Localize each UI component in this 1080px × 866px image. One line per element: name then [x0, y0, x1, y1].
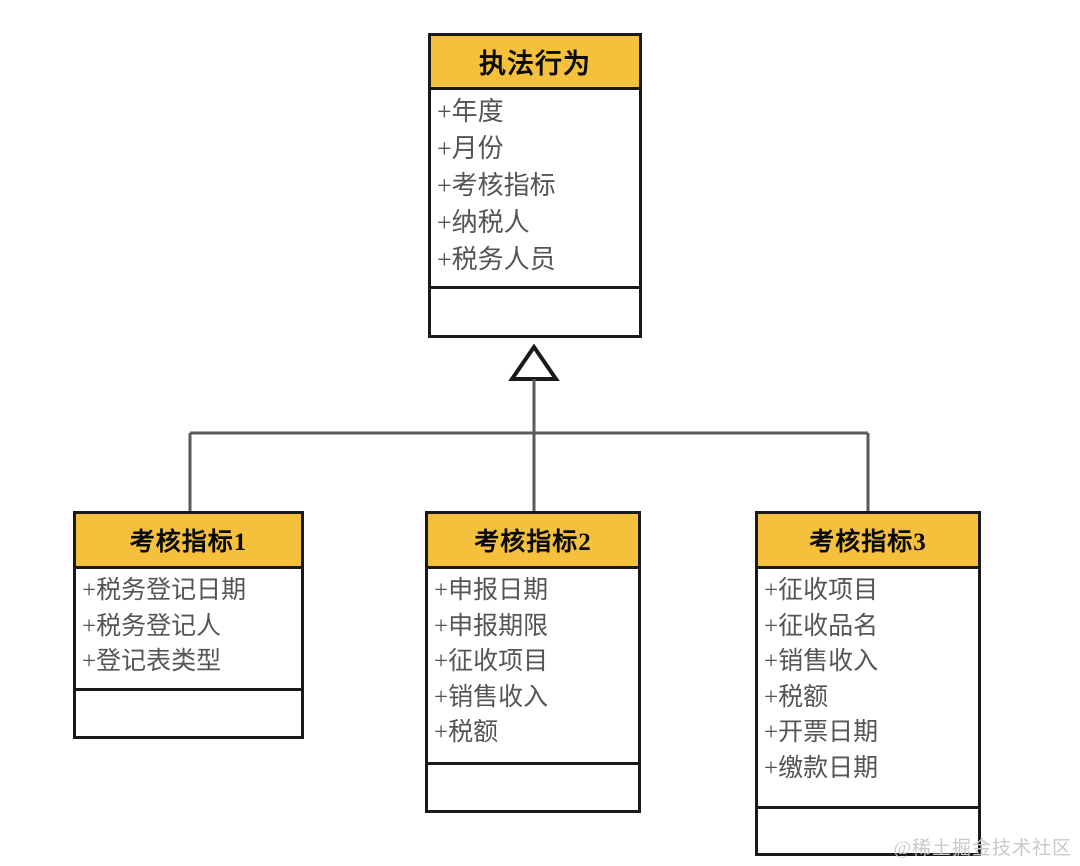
- uml-attribute-compartment-child-3: +征收项目 +征收品名 +销售收入 +税额 +开票日期 +缴款日期: [758, 569, 978, 809]
- uml-attribute: +税务人员: [437, 244, 556, 274]
- uml-attribute: +月份: [437, 133, 504, 163]
- uml-attribute: +申报日期: [434, 577, 549, 604]
- uml-attribute: +开票日期: [764, 719, 879, 746]
- uml-attribute: +年度: [437, 97, 504, 126]
- uml-attribute-compartment-child-2: +申报日期 +申报期限 +征收项目 +销售收入 +税额: [428, 569, 638, 765]
- uml-class-name-root: 执法行为: [431, 36, 639, 90]
- uml-class-box-root[interactable]: 执法行为 +年度 +月份 +考核指标 +纳税人 +税务人员: [428, 33, 642, 338]
- generalization-arrowhead: [508, 343, 560, 381]
- uml-class-name-child-3: 考核指标3: [758, 514, 978, 569]
- uml-attribute: +缴款日期: [764, 754, 879, 782]
- uml-class-box-child-3[interactable]: 考核指标3 +征收项目 +征收品名 +销售收入 +税额 +开票日期 +缴款日期: [755, 511, 981, 856]
- uml-attribute: +税务登记日期: [82, 577, 247, 604]
- uml-attribute: +税务登记人: [82, 612, 222, 640]
- uml-attribute: +登记表类型: [82, 648, 222, 675]
- uml-attribute: +申报期限: [434, 612, 549, 640]
- uml-attribute: +销售收入: [764, 648, 879, 675]
- uml-method-compartment-child-3: [758, 809, 978, 853]
- uml-class-box-child-1[interactable]: 考核指标1 +税务登记日期 +税务登记人 +登记表类型: [73, 511, 304, 739]
- watermark-text: @稀土掘金技术社区: [893, 838, 1072, 859]
- uml-attribute: +征收项目: [764, 577, 879, 604]
- uml-class-box-child-2[interactable]: 考核指标2 +申报日期 +申报期限 +征收项目 +销售收入 +税额: [425, 511, 641, 813]
- uml-method-compartment-root: [431, 289, 639, 335]
- uml-attribute: +征收项目: [434, 648, 549, 675]
- uml-attribute-compartment-child-1: +税务登记日期 +税务登记人 +登记表类型: [76, 569, 301, 691]
- uml-attribute: +纳税人: [437, 207, 530, 237]
- uml-method-compartment-child-2: [428, 765, 638, 810]
- uml-attribute: +考核指标: [437, 170, 556, 200]
- uml-attribute: +税额: [434, 719, 499, 746]
- uml-attribute: +税额: [764, 683, 829, 711]
- uml-class-name-child-1: 考核指标1: [76, 514, 301, 569]
- uml-attribute-compartment-root: +年度 +月份 +考核指标 +纳税人 +税务人员: [431, 90, 639, 289]
- uml-method-compartment-child-1: [76, 691, 301, 736]
- uml-class-name-child-2: 考核指标2: [428, 514, 638, 569]
- uml-attribute: +征收品名: [764, 612, 879, 640]
- uml-attribute: +销售收入: [434, 683, 549, 711]
